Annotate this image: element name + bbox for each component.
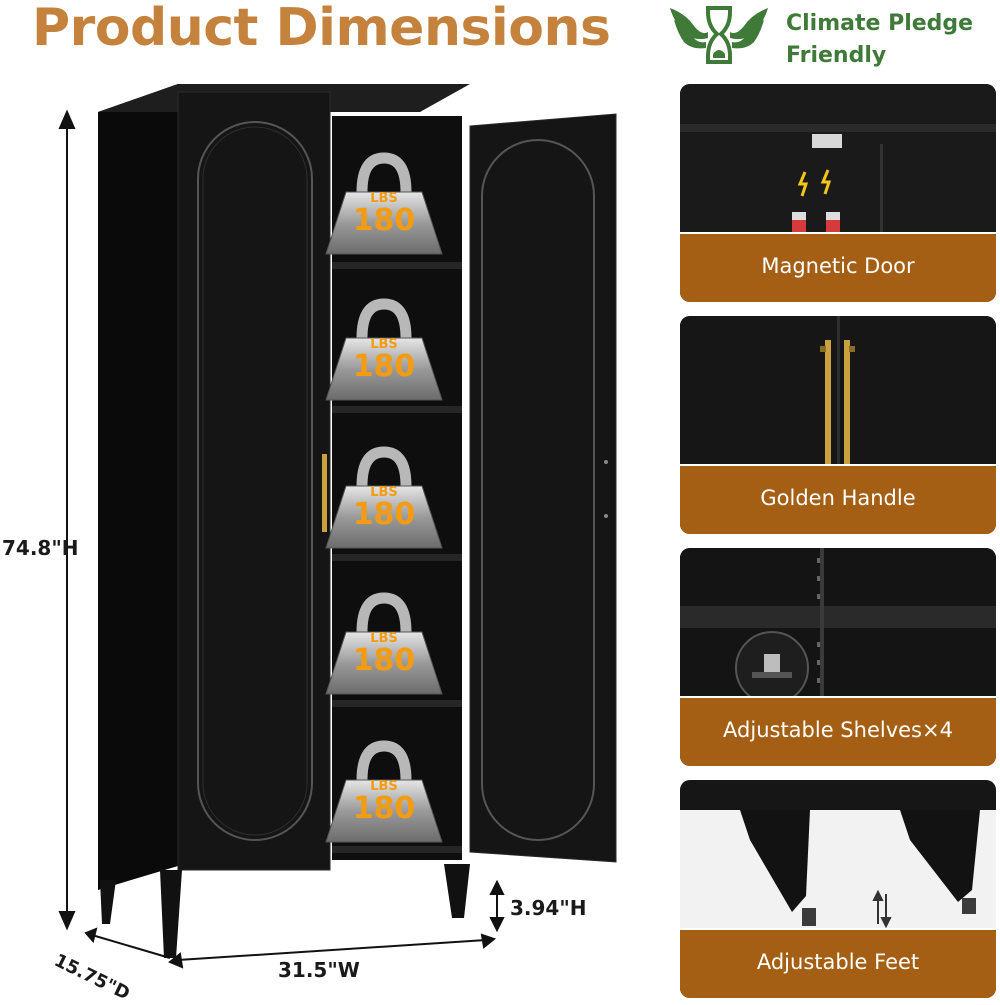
cabinet-illustration [98, 84, 617, 958]
weight-value-label: 180 [352, 349, 416, 384]
weight-value-label: 180 [352, 791, 416, 826]
shelf-weight-4: LBS 180 [336, 632, 432, 676]
shelf-weight-2: LBS 180 [336, 338, 432, 382]
adjustable-feet-photo [680, 780, 996, 930]
shelf-weight-5: LBS 180 [336, 780, 432, 824]
feature-caption: Magnetic Door [680, 232, 996, 302]
weight-unit-label: LBS [370, 779, 398, 794]
weight-unit-label: LBS [370, 337, 398, 352]
leg-height-dimension-label: 3.94"H [510, 896, 587, 920]
golden-handle-photo [680, 316, 996, 466]
shelf-weight-1: LBS 180 [336, 192, 432, 236]
feature-caption: Golden Handle [680, 464, 996, 534]
page-title: Product Dimensions [32, 0, 611, 58]
dimension-lines [58, 109, 505, 969]
feature-caption: Adjustable Feet [680, 928, 996, 998]
feature-panel-golden-handle: Golden Handle [680, 316, 996, 534]
feature-caption: Adjustable Shelves×4 [680, 696, 996, 766]
weight-value-label: 180 [352, 203, 416, 238]
weight-unit-label: LBS [370, 631, 398, 646]
weight-unit-label: LBS [370, 191, 398, 206]
climate-pledge-line-2: Friendly [786, 43, 887, 68]
feature-panel-magnetic-door: Magnetic Door [680, 84, 996, 302]
height-dimension-label: 74.8"H [2, 536, 79, 560]
magnetic-door-photo [680, 84, 996, 234]
climate-pledge-label: Climate Pledge Friendly [786, 8, 973, 72]
shelf-clip-icon [735, 631, 809, 698]
weight-unit-label: LBS [370, 485, 398, 500]
weight-value-label: 180 [352, 497, 416, 532]
shelf-weight-3: LBS 180 [336, 486, 432, 530]
climate-pledge-line-1: Climate Pledge [786, 11, 974, 36]
magnet-icon [792, 212, 840, 234]
width-dimension-label: 31.5"W [278, 958, 360, 982]
weight-value-label: 180 [352, 643, 416, 678]
feature-panel-adjustable-feet: Adjustable Feet [680, 780, 996, 998]
adjustable-shelves-photo [680, 548, 996, 698]
climate-pledge-logo-icon [670, 6, 768, 64]
adjust-arrows-icon [872, 889, 892, 929]
handle-icon [820, 340, 855, 466]
feature-panel-adjustable-shelves: Adjustable Shelves×4 [680, 548, 996, 766]
